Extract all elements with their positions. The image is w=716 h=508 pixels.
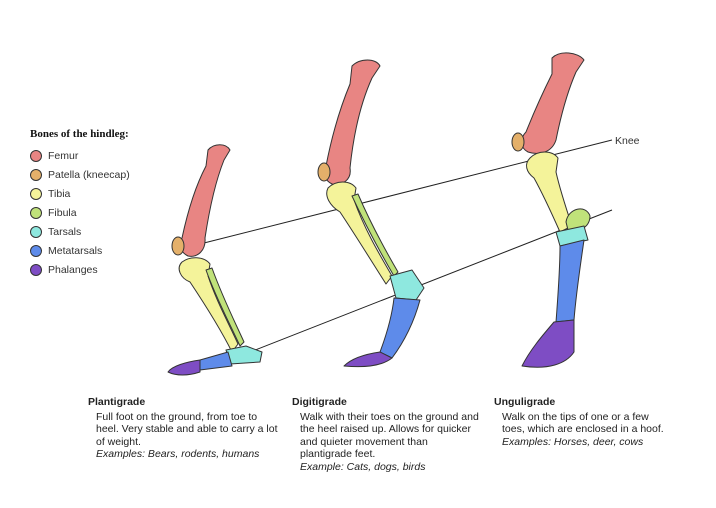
unguligrade-metatarsals [555, 239, 585, 323]
caption-plantigrade: Plantigrade Full foot on the ground, fro… [88, 396, 278, 461]
plantigrade-fibula [205, 267, 245, 347]
caption-title: Unguligrade [494, 396, 556, 408]
plantigrade-leg [167, 144, 263, 376]
plantigrade-patella [171, 236, 185, 256]
unguligrade-patella [511, 132, 525, 152]
legend-label: Metatarsals [48, 244, 103, 257]
legend-label: Tibia [48, 187, 71, 200]
caption-digitigrade: Digitigrade Walk with their toes on the … [292, 396, 482, 473]
caption-examples: Example: Cats, dogs, birds [300, 460, 426, 473]
legend-swatch [30, 206, 42, 219]
legend-label: Femur [48, 149, 79, 162]
caption-examples: Examples: Horses, deer, cows [502, 435, 644, 448]
legend-label: Fibula [48, 206, 77, 219]
caption-description: Walk with their toes on the ground and t… [300, 410, 479, 461]
legend-swatch [30, 225, 42, 238]
legend-item: Femur [30, 146, 130, 165]
legend-title: Bones of the hindleg: [30, 128, 129, 140]
heel-line [239, 209, 613, 357]
digitigrade-femur [323, 59, 381, 185]
plantigrade-metatarsals [199, 351, 233, 371]
legend-swatch [30, 149, 42, 162]
digitigrade-tarsals [389, 269, 425, 301]
unguligrade-femur [521, 52, 585, 154]
knee-label: Knee [615, 135, 640, 147]
legend-item: Fibula [30, 203, 130, 222]
unguligrade-leg [511, 52, 591, 368]
legend-label: Phalanges [48, 263, 98, 276]
unguligrade-phalanges [521, 319, 575, 368]
digitigrade-fibula [351, 193, 399, 277]
legend-item: Phalanges [30, 260, 130, 279]
digitigrade-leg [317, 59, 425, 368]
caption-title: Plantigrade [88, 396, 146, 408]
legend-label: Tarsals [48, 225, 82, 238]
legend-swatch [30, 244, 42, 257]
legend-item: Tibia [30, 184, 130, 203]
caption-title: Digitigrade [292, 396, 347, 408]
legend-item: Patella (kneecap) [30, 165, 130, 184]
legend-item: Metatarsals [30, 241, 130, 260]
legend-label: Patella (kneecap) [48, 168, 130, 181]
caption-examples: Examples: Bears, rodents, humans [96, 448, 260, 460]
plantigrade-tarsals [225, 345, 263, 365]
digitigrade-metatarsals [379, 297, 421, 359]
legend-swatch [30, 168, 42, 181]
plantigrade-phalanges [167, 359, 201, 376]
unguligrade-tibia [526, 151, 573, 233]
legend-swatch [30, 187, 42, 200]
legend-item: Tarsals [30, 222, 130, 241]
digitigrade-phalanges [343, 351, 393, 368]
legend-swatch [30, 263, 42, 276]
caption-description: Walk on the tips of one or a few toes, w… [502, 410, 664, 436]
caption-unguligrade: Unguligrade Walk on the tips of one or a… [494, 396, 674, 448]
caption-description: Full foot on the ground, from toe to hee… [96, 410, 278, 448]
plantigrade-femur [179, 144, 231, 257]
digitigrade-patella [317, 162, 331, 182]
